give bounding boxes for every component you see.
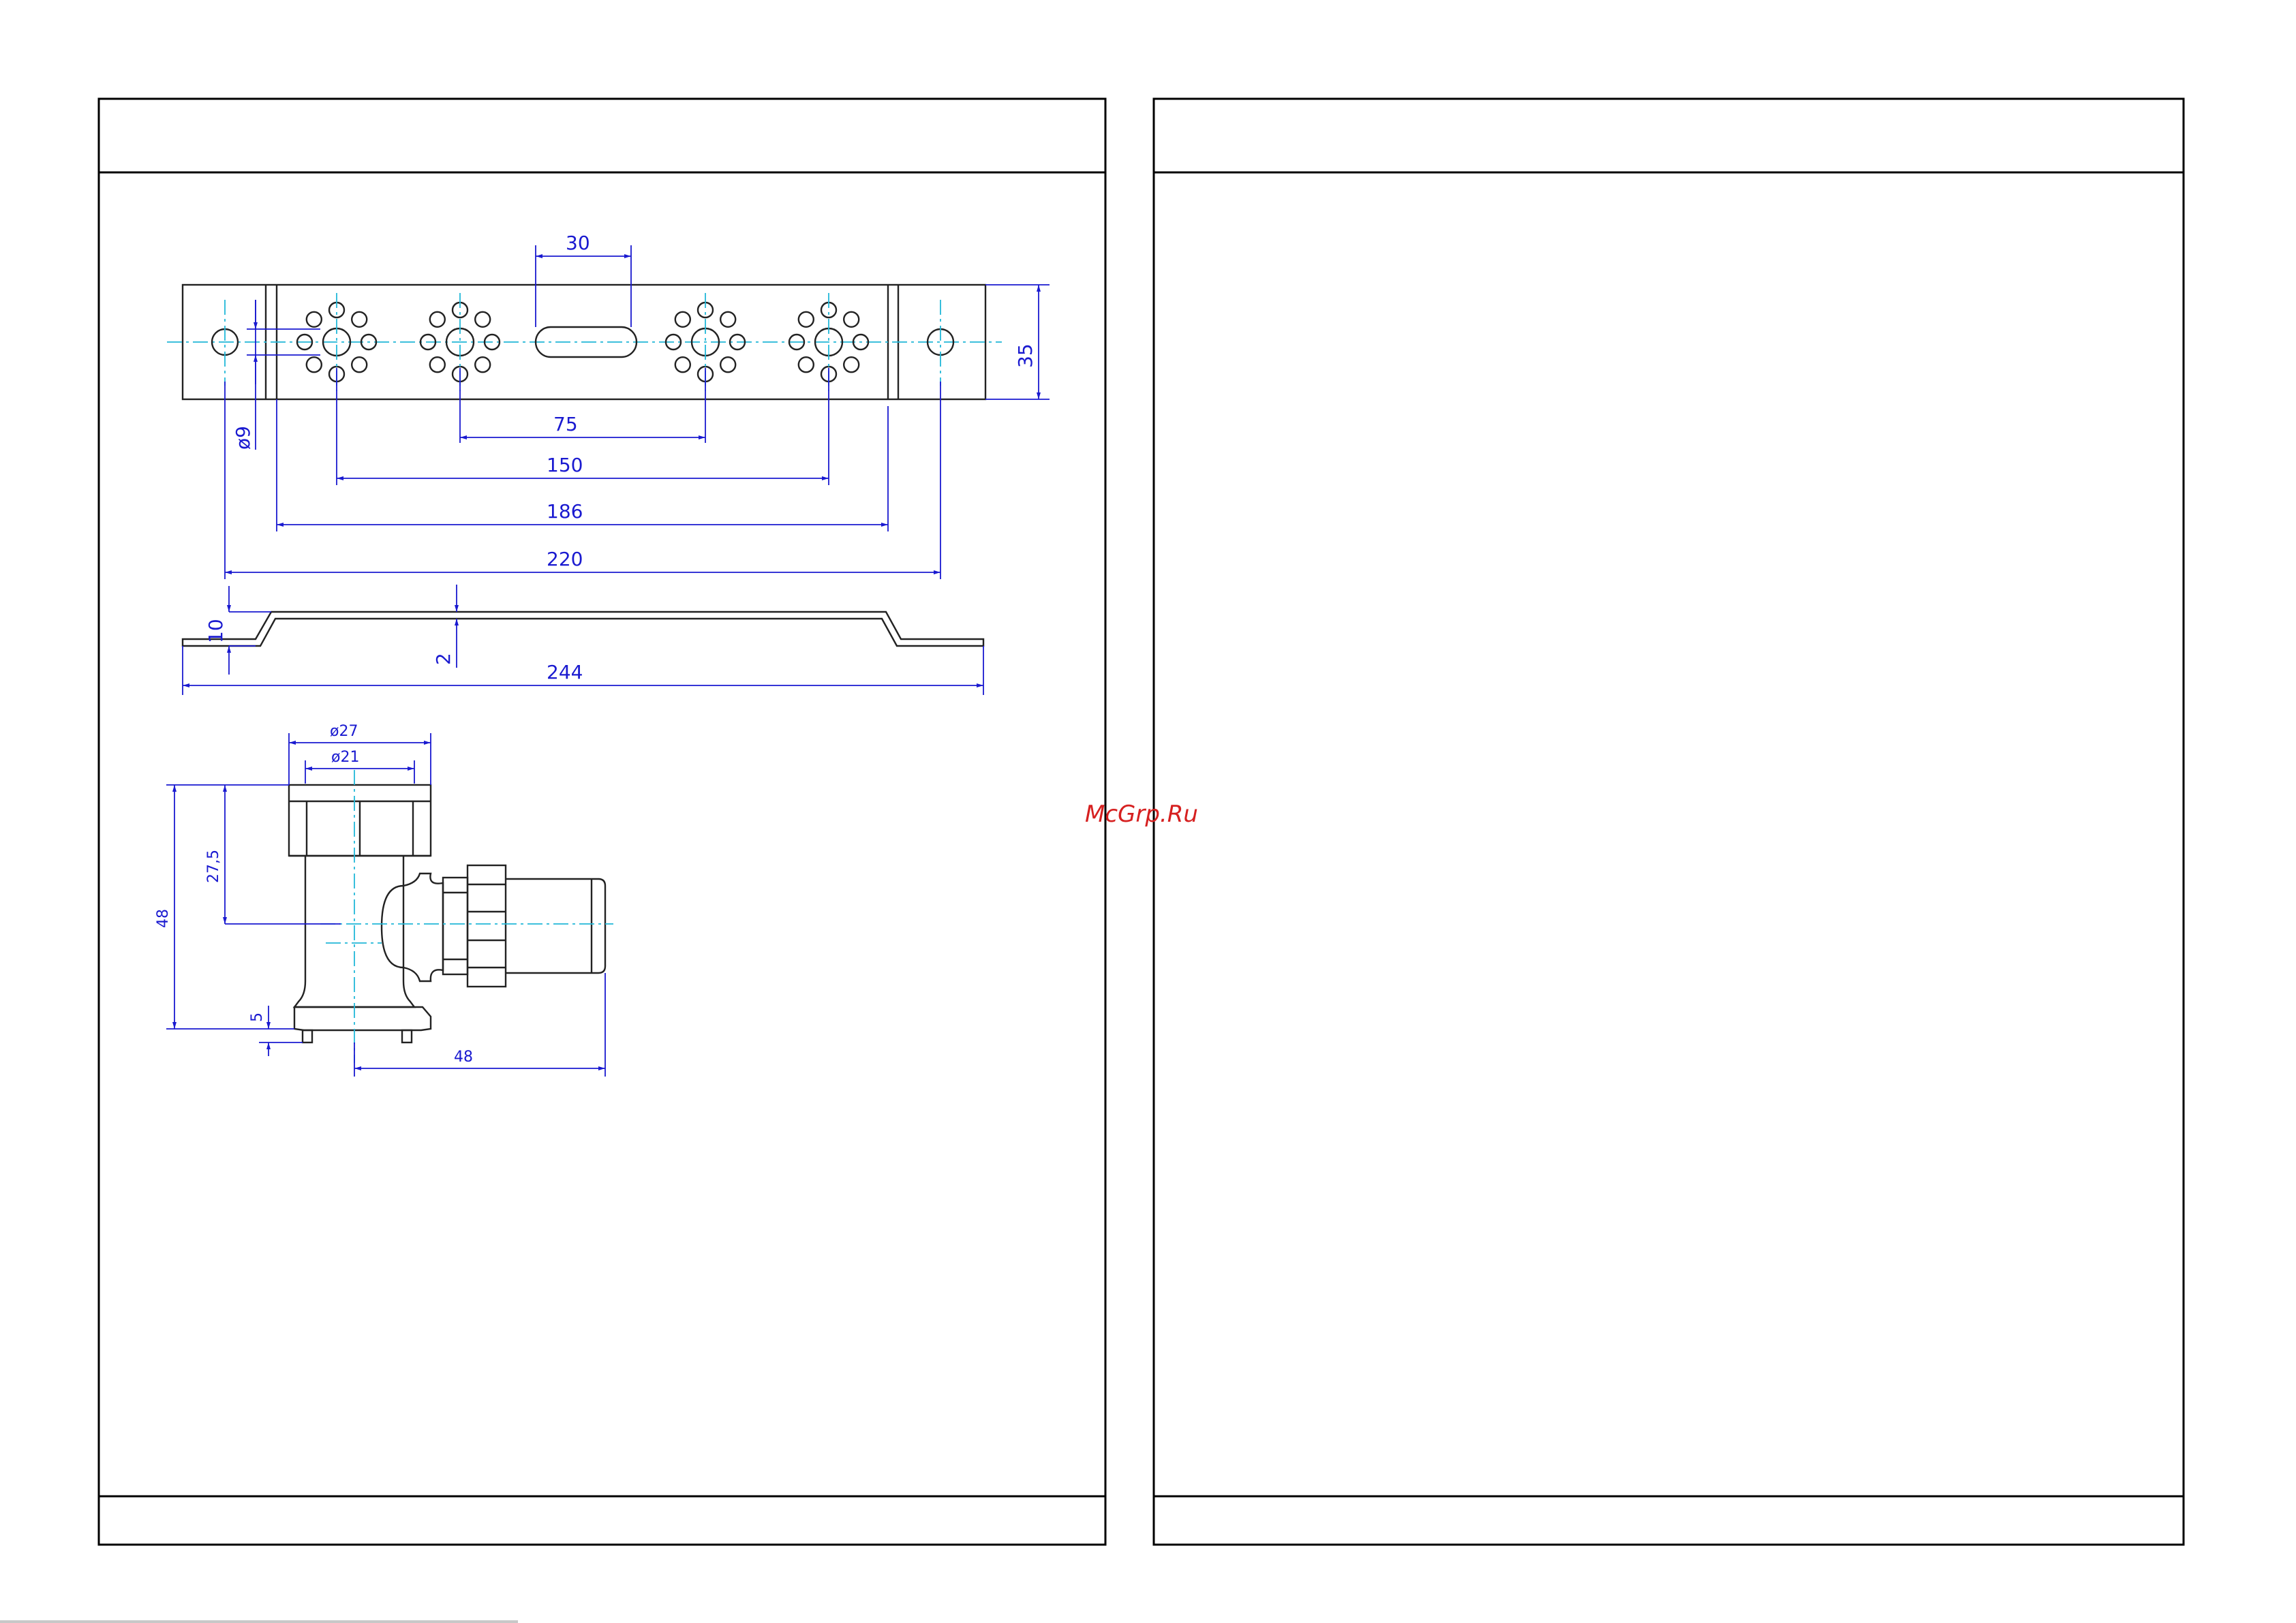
pattern-small-hole [799, 312, 814, 327]
pattern-small-hole [430, 357, 445, 372]
dim-width-holes: 220 [547, 548, 583, 570]
bracket-top-view [167, 285, 1002, 399]
dim-length: 48 [454, 1049, 473, 1066]
pattern-small-hole [475, 357, 490, 372]
dim-offset: 10 [204, 619, 227, 643]
dim-inner-diameter: ø21 [331, 749, 359, 766]
dim-height: 35 [1014, 343, 1037, 368]
bracket-side-dimensions: 10 2 244 [183, 585, 983, 695]
dim-total-length: 244 [547, 661, 583, 683]
dim-thickness: 2 [432, 653, 455, 665]
dim-slot-width: 30 [566, 232, 590, 254]
pattern-small-hole [675, 357, 690, 372]
bracket-top-dimensions: 30 35 ø9 75 150 186 220 [225, 232, 1050, 579]
pattern-small-hole [430, 312, 445, 327]
fitting-dimensions: ø27 ø21 48 27,5 5 48 [155, 723, 605, 1077]
pattern-small-hole [844, 357, 859, 372]
dim-height-total: 48 [155, 909, 172, 928]
elbow-fitting [289, 770, 613, 1063]
pattern-small-hole [675, 312, 690, 327]
pattern-small-hole [307, 357, 322, 372]
pattern-small-hole [475, 312, 490, 327]
left-page-frame [99, 99, 1105, 1545]
pattern-small-hole [352, 312, 367, 327]
dim-outer-diameter: ø27 [330, 723, 358, 740]
bracket-side-view [183, 612, 983, 646]
dim-spacing-outer: 150 [547, 454, 583, 476]
dim-width-inner: 186 [547, 500, 583, 523]
right-page-frame [1154, 99, 2184, 1545]
dim-height-center: 27,5 [205, 850, 222, 883]
pattern-small-hole [720, 312, 735, 327]
pattern-small-hole [799, 357, 814, 372]
pattern-small-hole [352, 357, 367, 372]
dim-spacing-inner: 75 [553, 413, 578, 435]
pattern-small-hole [844, 312, 859, 327]
pattern-small-hole [720, 357, 735, 372]
pattern-small-hole [307, 312, 322, 327]
dim-hole-diameter: ø9 [232, 426, 254, 450]
dim-base: 5 [249, 1013, 266, 1022]
watermark: McGrp.Ru [1085, 801, 1198, 828]
